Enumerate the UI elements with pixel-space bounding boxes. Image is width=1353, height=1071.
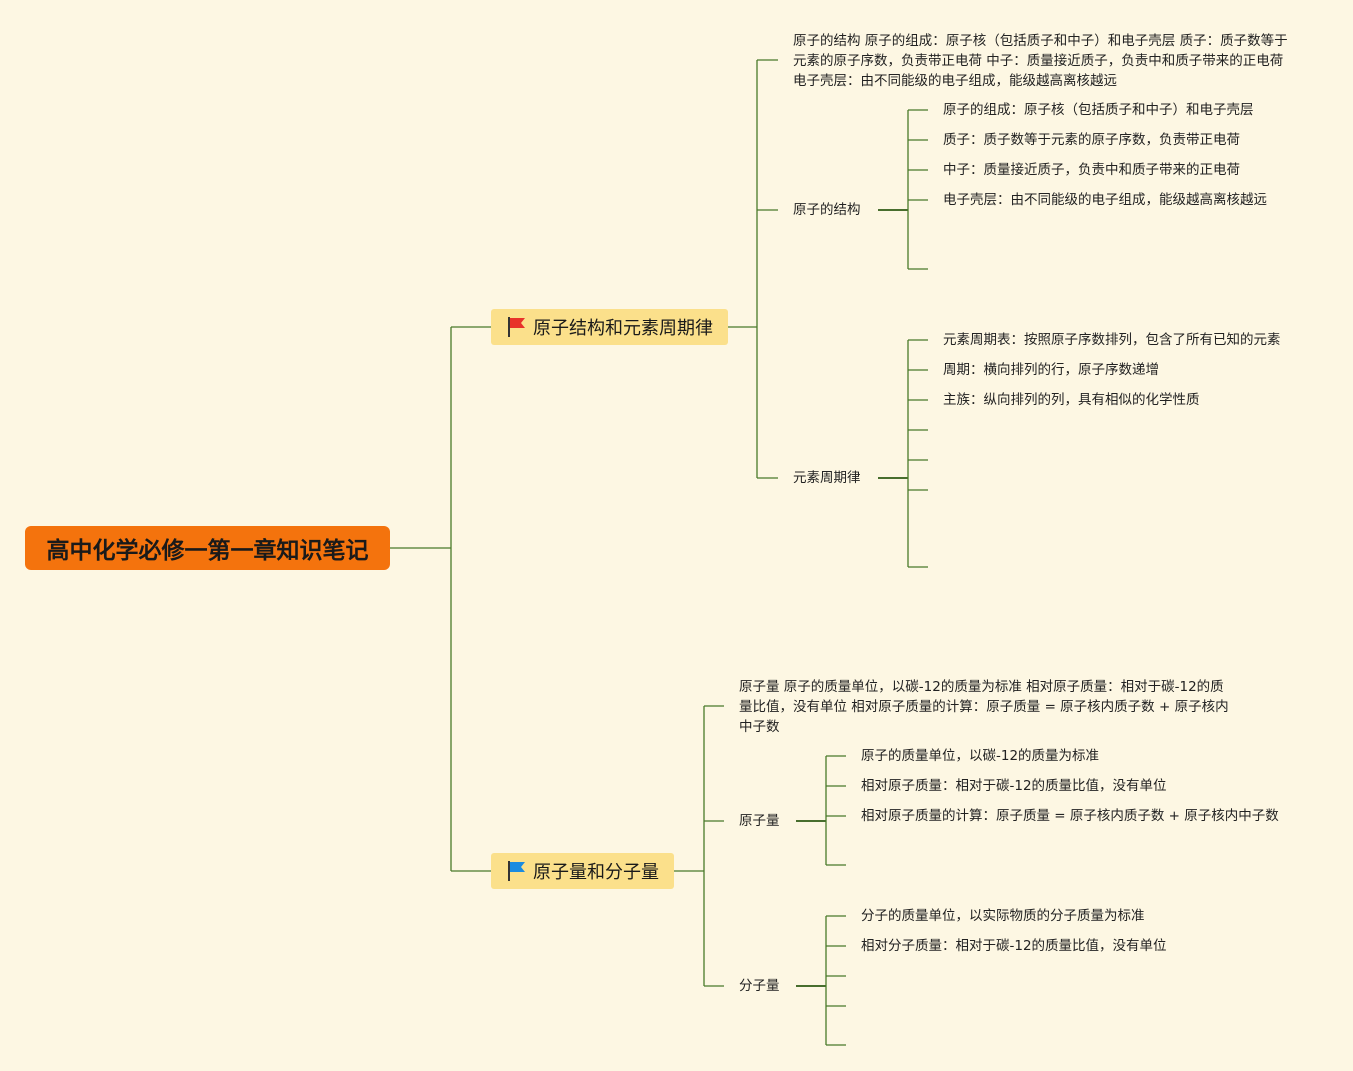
leaf-item[interactable]: 原子的质量单位，以碳-12的质量为标准 xyxy=(861,748,1100,764)
leaf-item[interactable]: 质子：质子数等于元素的原子序数，负责带正电荷 xyxy=(943,132,1240,148)
branch-topic-label: 原子量和分子量 xyxy=(533,862,659,883)
leaf-item[interactable]: 中子：质量接近质子，负责中和质子带来的正电荷 xyxy=(943,162,1240,178)
leaf-item[interactable]: 相对原子质量的计算：原子质量 = 原子核内质子数 + 原子核内中子数 xyxy=(861,808,1279,824)
summary-note: 原子的结构 原子的组成：原子核（包括质子和中子）和电子壳层 质子：质子数等于元素… xyxy=(793,33,1288,89)
root-topic-label: 高中化学必修一第一章知识笔记 xyxy=(46,538,369,564)
subtopic-periodic-law[interactable]: 元素周期律 xyxy=(793,470,861,486)
leaf-item[interactable]: 电子壳层：由不同能级的电子组成，能级越高离核越远 xyxy=(943,192,1267,208)
leaf-item[interactable]: 原子的组成：原子核（包括质子和中子）和电子壳层 xyxy=(943,102,1254,118)
summary-note: 原子量 原子的质量单位，以碳-12的质量为标准 相对原子质量：相对于碳-12的质… xyxy=(739,679,1229,735)
red-flag-icon xyxy=(508,317,525,337)
branch-topic-label: 原子结构和元素周期律 xyxy=(533,318,713,339)
root-topic[interactable]: 高中化学必修一第一章知识笔记 xyxy=(25,526,390,570)
branch-topic-atomic-mass[interactable]: 原子量和分子量 xyxy=(491,853,674,889)
leaf-item[interactable]: 相对原子质量：相对于碳-12的质量比值，没有单位 xyxy=(861,778,1167,794)
leaf-item[interactable]: 元素周期表：按照原子序数排列，包含了所有已知的元素 xyxy=(943,332,1281,348)
subtopic-molecular-weight[interactable]: 分子量 xyxy=(739,978,780,994)
leaf-item[interactable]: 分子的质量单位，以实际物质的分子质量为标准 xyxy=(861,908,1145,924)
leaf-item[interactable]: 主族：纵向排列的列，具有相似的化学性质 xyxy=(943,392,1200,408)
subtopic-atomic-weight[interactable]: 原子量 xyxy=(739,813,780,829)
leaf-item[interactable]: 周期：横向排列的行，原子序数递增 xyxy=(943,362,1159,378)
branch-topic-atomic-structure[interactable]: 原子结构和元素周期律 xyxy=(491,309,728,345)
blue-flag-icon xyxy=(508,861,525,881)
subtopic-atomic-structure[interactable]: 原子的结构 xyxy=(793,202,861,218)
leaf-item[interactable]: 相对分子质量：相对于碳-12的质量比值，没有单位 xyxy=(861,938,1167,954)
